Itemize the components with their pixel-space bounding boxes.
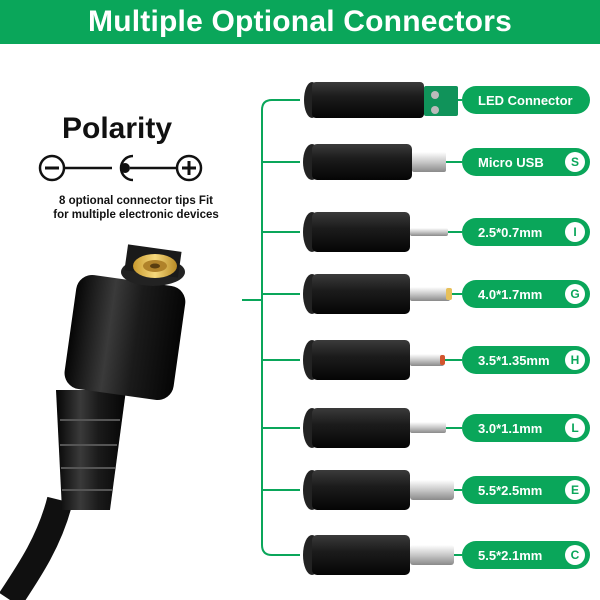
micro-usb-tip	[303, 144, 446, 180]
connector-code-badge: C	[565, 545, 585, 565]
barrel-tip-5.5x2.1	[303, 535, 454, 575]
connector-label-5.5x2.5: 5.5*2.5mm E	[462, 476, 590, 504]
barrel-tip-5.5x2.5	[303, 470, 454, 510]
connector-code-badge: S	[565, 152, 585, 172]
connector-code-badge: I	[565, 222, 585, 242]
connector-label-text: 3.0*1.1mm	[478, 420, 543, 436]
description-line: 8 optional connector tips Fit	[59, 195, 213, 207]
connector-code-badge: E	[565, 480, 585, 500]
barrel-tip-3.0x1.1	[303, 408, 446, 448]
connector-label-text: 5.5*2.5mm	[478, 482, 543, 498]
led-connector-tip	[304, 82, 458, 118]
connector-label-text: 4.0*1.7mm	[478, 286, 543, 302]
connector-label-4.0x1.7: 4.0*1.7mm G	[462, 280, 590, 308]
polarity-description: 8 optional connector tips Fit for multip…	[36, 194, 236, 222]
dc-plug-cable	[0, 244, 186, 600]
plus-icon	[175, 154, 203, 182]
connector-code-badge: H	[565, 350, 585, 370]
connector-label-3.0x1.1: 3.0*1.1mm L	[462, 414, 590, 442]
page-title: Multiple Optional Connectors	[88, 5, 512, 38]
connector-label-micro-usb: Micro USB S	[462, 148, 590, 176]
barrel-tip-3.5x1.35	[303, 340, 445, 380]
connector-label-3.5x1.35: 3.5*1.35mm H	[462, 346, 590, 374]
connector-code-badge: L	[565, 418, 585, 438]
barrel-tip-4.0x1.7	[303, 274, 452, 314]
connector-label-text: 5.5*2.1mm	[478, 547, 543, 563]
connector-label-text: LED Connector	[478, 92, 573, 108]
connector-label-2.5x0.7: 2.5*0.7mm I	[462, 218, 590, 246]
connector-label-led: LED Connector	[462, 86, 590, 114]
barrel-tip-2.5x0.7	[303, 212, 448, 252]
description-line: for multiple electronic devices	[53, 209, 219, 221]
connector-code-badge: G	[565, 284, 585, 304]
connector-label-text: 2.5*0.7mm	[478, 224, 543, 240]
center-pin-icon	[119, 154, 134, 182]
polarity-heading: Polarity	[62, 112, 173, 145]
polarity-diagram	[38, 154, 203, 182]
connector-label-5.5x2.1: 5.5*2.1mm C	[462, 541, 590, 569]
title-banner: Multiple Optional Connectors	[0, 0, 600, 44]
connector-label-text: 3.5*1.35mm	[478, 352, 550, 368]
connector-label-text: Micro USB	[478, 154, 544, 170]
